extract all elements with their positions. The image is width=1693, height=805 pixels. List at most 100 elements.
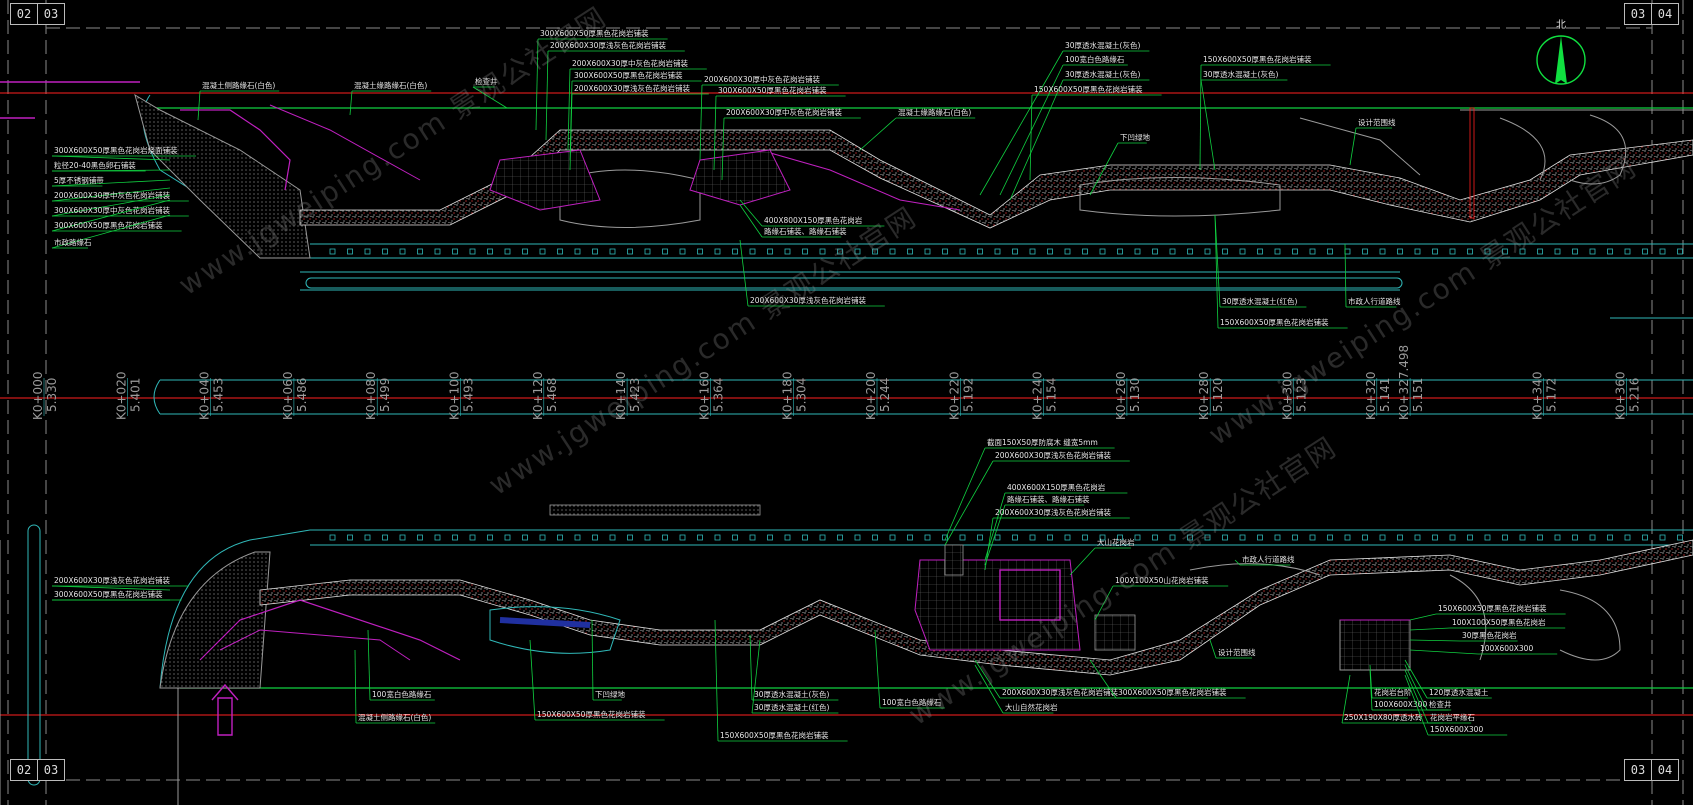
leader-line [51, 199, 171, 232]
leader-line [1404, 674, 1429, 736]
bollard [1327, 248, 1333, 255]
elevation-label: 5.401 [128, 378, 142, 412]
bollard [1467, 248, 1473, 255]
bollard [1624, 534, 1631, 541]
leader-line [984, 517, 994, 571]
callout-label: 30厚透水混凝土(红色) [1222, 296, 1297, 306]
bollard [802, 534, 808, 541]
bollard [469, 534, 476, 541]
callout-label: 200X600X30厚浅灰色花岗岩铺装 [54, 575, 170, 585]
bollard [382, 248, 388, 255]
callout-label: 下凹绿地 [595, 689, 625, 699]
bollard [557, 534, 563, 541]
bollard [1467, 534, 1473, 541]
bollard [1537, 248, 1543, 255]
sheet-number: 03 [1630, 763, 1646, 777]
leader-line [944, 447, 986, 541]
leader-line [1409, 639, 1461, 642]
leader-line [859, 117, 897, 151]
callout-label: 设计范围线 [1218, 647, 1256, 657]
leader-line [1089, 142, 1119, 196]
leader-line [354, 649, 357, 724]
callout-label: 300X600X50厚黑色花岗岩铺装 [1118, 687, 1227, 697]
bollard [1519, 534, 1526, 541]
bollard [627, 248, 633, 255]
bollard [1222, 248, 1228, 255]
chainage-label: K0+327.498 [1397, 345, 1411, 420]
bollard [364, 248, 371, 255]
leader-line [874, 629, 881, 709]
callout-label: 路缘石铺装、路缘石铺装 [764, 226, 847, 236]
elevation-label: 5.423 [628, 378, 642, 412]
bollard [1064, 534, 1071, 541]
leader-line [739, 204, 763, 238]
bollard [1589, 248, 1596, 255]
chainage-label: K0+040 [198, 372, 212, 420]
callout-label: 花岗岩平缘石 [1430, 712, 1475, 722]
bollard [539, 248, 546, 255]
bollard [679, 248, 686, 255]
callout-label: 300X600X50厚黑色花岗岩铺装 [540, 28, 649, 38]
bollard [697, 248, 703, 255]
bollard [522, 534, 528, 541]
leader-line [1209, 639, 1217, 659]
bollard [679, 534, 686, 541]
callout-label: 150X600X50厚黑色花岗岩铺装 [720, 730, 829, 740]
north-label: 北 [1556, 20, 1566, 31]
leader-line [979, 50, 1064, 196]
callout-label: 200X600X30厚浅灰色花岗岩铺装 [995, 450, 1111, 460]
chainage-label: K0+280 [1197, 372, 1211, 420]
callout-label: 200X600X30厚中灰色花岗岩铺装 [704, 74, 820, 84]
elevation-label: 5.141 [1378, 378, 1392, 412]
callout-label: 30厚透水混凝土(灰色) [1065, 69, 1140, 79]
bollard [767, 534, 773, 541]
bollard [854, 248, 861, 255]
bollard [1309, 534, 1316, 541]
callout-label: 150X600X50厚黑色花岗岩铺装 [1438, 603, 1547, 613]
bollard [802, 248, 808, 255]
bollard [1484, 248, 1491, 255]
bollard [627, 534, 633, 541]
bollard [1152, 248, 1158, 255]
bollard [1397, 534, 1403, 541]
bollard [767, 248, 773, 255]
leader-line [529, 639, 536, 721]
bollard [1222, 534, 1228, 541]
callout-label: 5厚不锈钢铺带 [54, 175, 104, 185]
callout-label: 市政人行道路线 [1242, 554, 1295, 564]
callout-label: 混凝土缘路缘石(白色) [898, 107, 971, 117]
chainage-label: K0+320 [1364, 372, 1378, 420]
callout-label: 混凝土缘路缘石(白色) [354, 80, 427, 90]
bollard [1012, 248, 1018, 255]
callout-label: 路缘石铺装、路缘石铺装 [1007, 494, 1090, 504]
bollard [1099, 534, 1106, 541]
leader-line [1409, 627, 1451, 631]
callout-label: 200X600X30厚中灰色花岗岩铺装 [572, 58, 688, 68]
callout-label: 150X600X300 [1430, 725, 1483, 734]
callout-label: 检查井 [1429, 699, 1452, 709]
bollard [1239, 248, 1246, 255]
bollard [662, 248, 668, 255]
callout-label: 100宽白色路缘石 [882, 697, 942, 707]
bollard [1414, 248, 1421, 255]
leader-line [1341, 674, 1351, 724]
leader-line [591, 619, 594, 701]
leader-line [1234, 559, 1241, 566]
callout-label: 200X600X30厚中灰色花岗岩铺装 [726, 107, 842, 117]
bollard [364, 534, 371, 541]
callout-label: 150X600X50厚黑色花岗岩铺装 [1220, 317, 1329, 327]
bollard [1537, 534, 1543, 541]
elevation-label: 5.192 [961, 378, 975, 412]
bollard [994, 248, 1001, 255]
bollard [1624, 248, 1631, 255]
bollard [994, 534, 1001, 541]
bollard [662, 534, 668, 541]
chainage-label: K0+340 [1530, 372, 1544, 420]
elevation-label: 5.486 [295, 378, 309, 412]
bollard [1029, 248, 1036, 255]
sheet-number: 04 [1651, 760, 1678, 780]
callout-label: 30厚黑色花岗岩 [1462, 630, 1517, 640]
bollard [837, 248, 843, 255]
